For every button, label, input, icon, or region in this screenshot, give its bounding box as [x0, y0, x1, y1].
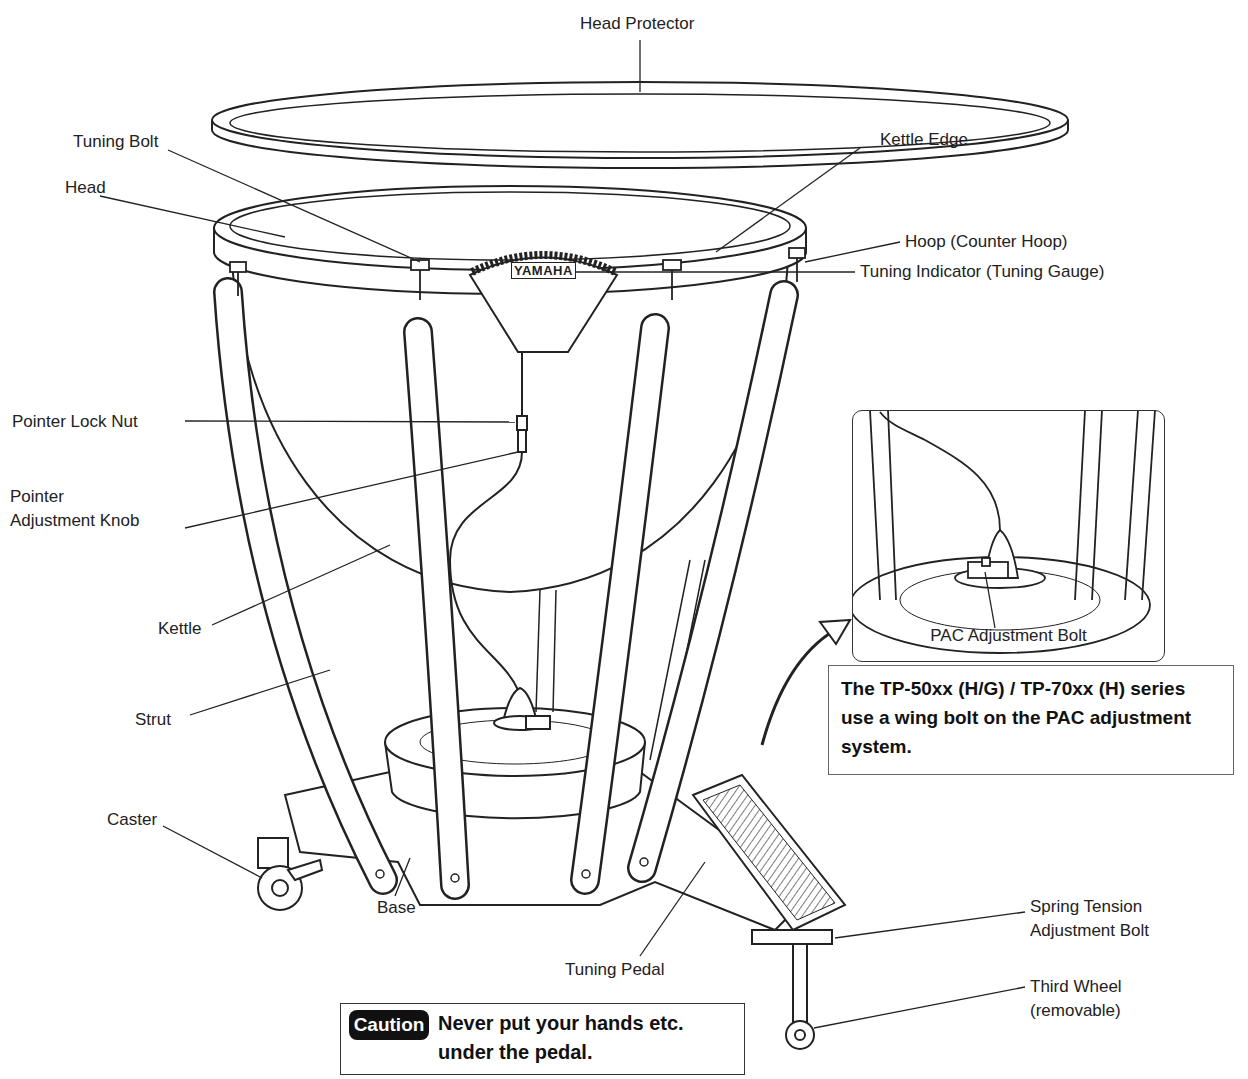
part-label: Strut	[135, 708, 171, 732]
brand-logo: YAMAHA	[511, 262, 576, 279]
caster	[258, 838, 322, 910]
node-text: Never put your hands etc. under the peda…	[438, 1009, 738, 1067]
part-label: Tuning Bolt	[73, 130, 158, 154]
part-label: Caster	[107, 808, 157, 832]
pointer-cable	[450, 352, 527, 690]
part-label: Kettle	[158, 617, 201, 641]
pac-inset-illustration	[852, 410, 1155, 653]
head-protector	[212, 82, 1068, 168]
part-label: Head	[65, 176, 106, 200]
part-label: Hoop (Counter Hoop)	[905, 230, 1068, 254]
pac-device	[494, 688, 550, 730]
part-label: Third Wheel (removable)	[1030, 975, 1150, 1023]
note-box: The TP-50xx (H/G) / TP-70xx (H) series u…	[828, 665, 1234, 775]
part-label: Base	[377, 896, 416, 920]
part-label: Spring Tension Adjustment Bolt	[1030, 895, 1175, 943]
caution-box: Never put your hands etc. under the peda…	[340, 1003, 745, 1075]
node-text: PAC Adjustment Bolt	[853, 625, 1164, 647]
node-text: Caution	[349, 1013, 429, 1037]
part-label: Head Protector	[580, 12, 694, 36]
part-label: Pointer Adjustment Knob	[10, 485, 150, 533]
leader-lines	[100, 40, 1025, 1028]
tuning-gauge	[470, 255, 617, 352]
caution-badge: Caution	[349, 1010, 429, 1040]
part-label: Pointer Lock Nut	[12, 410, 138, 434]
part-label: Tuning Indicator (Tuning Gauge)	[860, 260, 1104, 284]
part-label: Kettle Edge	[880, 128, 968, 152]
part-label: Tuning Pedal	[565, 958, 665, 982]
detail-inset: PAC Adjustment Bolt	[852, 410, 1165, 662]
node-text: The TP-50xx (H/G) / TP-70xx (H) series u…	[841, 674, 1221, 761]
